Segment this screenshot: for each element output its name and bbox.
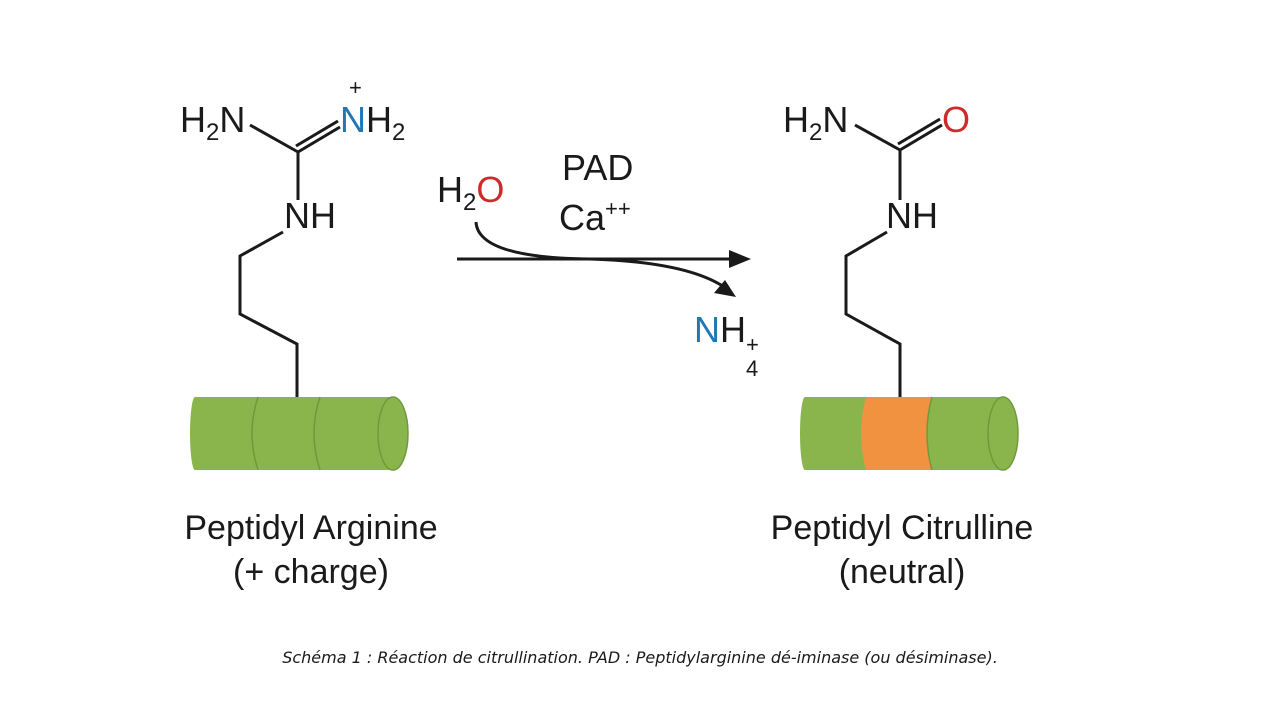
ammonium-subscript: 4 [746, 356, 759, 381]
citrulline-label-line2: (neutral) [838, 553, 966, 592]
arginine-h: H [180, 99, 206, 140]
arginine-nh: NH [284, 195, 336, 236]
enzyme-label: PAD [562, 147, 634, 188]
ammonium-n: N [694, 309, 720, 350]
arginine-label: Peptidyl Arginine (+ charge) [101, 506, 521, 594]
citrulline-bonds [844, 117, 943, 398]
arginine-h-subscript: 2 [206, 119, 220, 146]
ammonium-label: NH+4 [694, 309, 759, 381]
arginine-n: N [219, 99, 246, 140]
cofactor-charge: ++ [605, 196, 631, 221]
figure-caption: Schéma 1 : Réaction de citrullination. P… [282, 648, 998, 667]
arginine-charged-h: H [366, 99, 392, 140]
arginine-peptide-cylinder [190, 396, 409, 471]
arginine-plus-charge: + [349, 75, 362, 100]
ammonium-arrowhead [714, 280, 736, 297]
citrulline-peptide-cylinder [800, 396, 1019, 471]
ammonium-charge: + [746, 332, 759, 357]
arginine-charged-n: N+ [340, 75, 366, 140]
arginine-label-line2: (+ charge) [233, 553, 389, 592]
citrulline-label-line1: Peptidyl Citrulline [770, 509, 1034, 547]
reaction-arrow [457, 221, 735, 291]
water-label: H2O [437, 169, 505, 216]
arginine-nh2-charged: N+H2 [340, 75, 405, 145]
citrulline-label: Peptidyl Citrulline (neutral) [692, 506, 1112, 594]
arginine-label-line1: Peptidyl Arginine [184, 509, 438, 547]
citrulline-nh: NH [886, 195, 938, 236]
citrulline-oxygen: O [942, 99, 971, 140]
arginine-nh2-left: H2N [180, 99, 246, 145]
citrulline-nh2: H2N [783, 99, 849, 146]
arginine-charged-subscript: 2 [392, 119, 406, 146]
main-arrowhead [729, 250, 751, 268]
arginine-bonds [238, 119, 341, 398]
cofactor-label: Ca++ [559, 196, 631, 238]
water-oxygen: O [476, 169, 505, 210]
